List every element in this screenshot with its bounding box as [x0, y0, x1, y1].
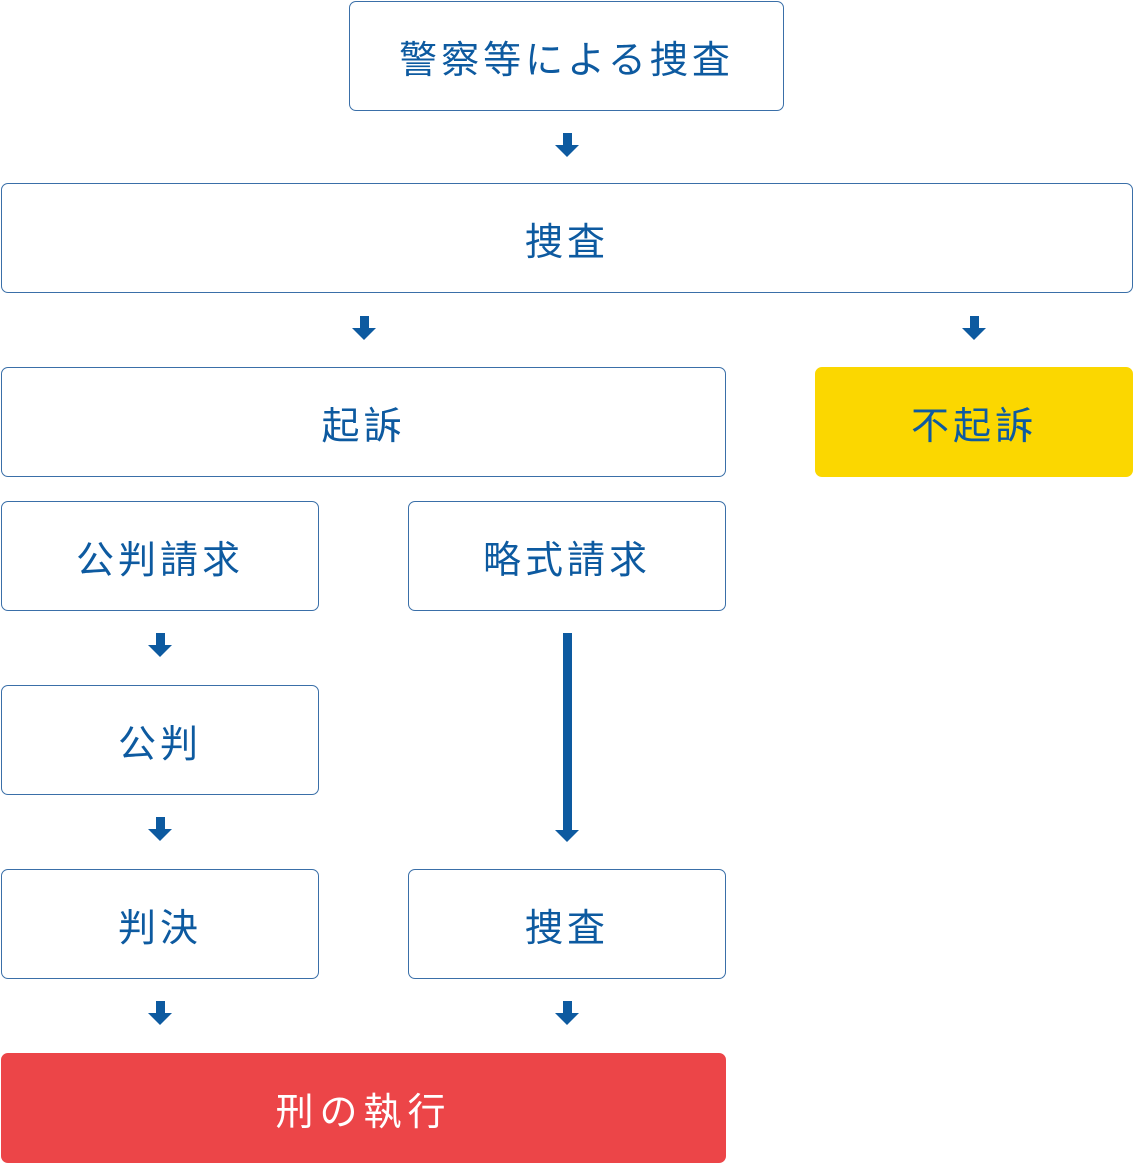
formal-trial-request-label: 公判請求	[75, 537, 244, 582]
police-investigation-label: 警察等による捜査	[399, 37, 734, 82]
judgment-label: 判決	[117, 905, 202, 950]
summary-order-request-label: 略式請求	[482, 537, 651, 582]
summary-investigation-label: 捜査	[524, 905, 609, 950]
prosecution-box: 起訴	[1, 367, 726, 477]
execution-of-sentence-label: 刑の執行	[275, 1089, 452, 1134]
summary-order-request-box: 略式請求	[408, 501, 726, 611]
judgment-box: 判決	[1, 869, 319, 979]
prosecution-label: 起訴	[321, 403, 406, 448]
formal-trial-request-box: 公判請求	[1, 501, 319, 611]
summary-investigation-box: 捜査	[408, 869, 726, 979]
investigation-label: 捜査	[524, 219, 609, 264]
investigation-box: 捜査	[1, 183, 1133, 293]
public-trial-label: 公判	[117, 721, 202, 766]
non-prosecution-label: 不起訴	[910, 403, 1037, 448]
execution-of-sentence-box: 刑の執行	[1, 1053, 726, 1163]
non-prosecution-box: 不起訴	[815, 367, 1133, 477]
public-trial-box: 公判	[1, 685, 319, 795]
police-investigation-box: 警察等による捜査	[349, 1, 784, 111]
